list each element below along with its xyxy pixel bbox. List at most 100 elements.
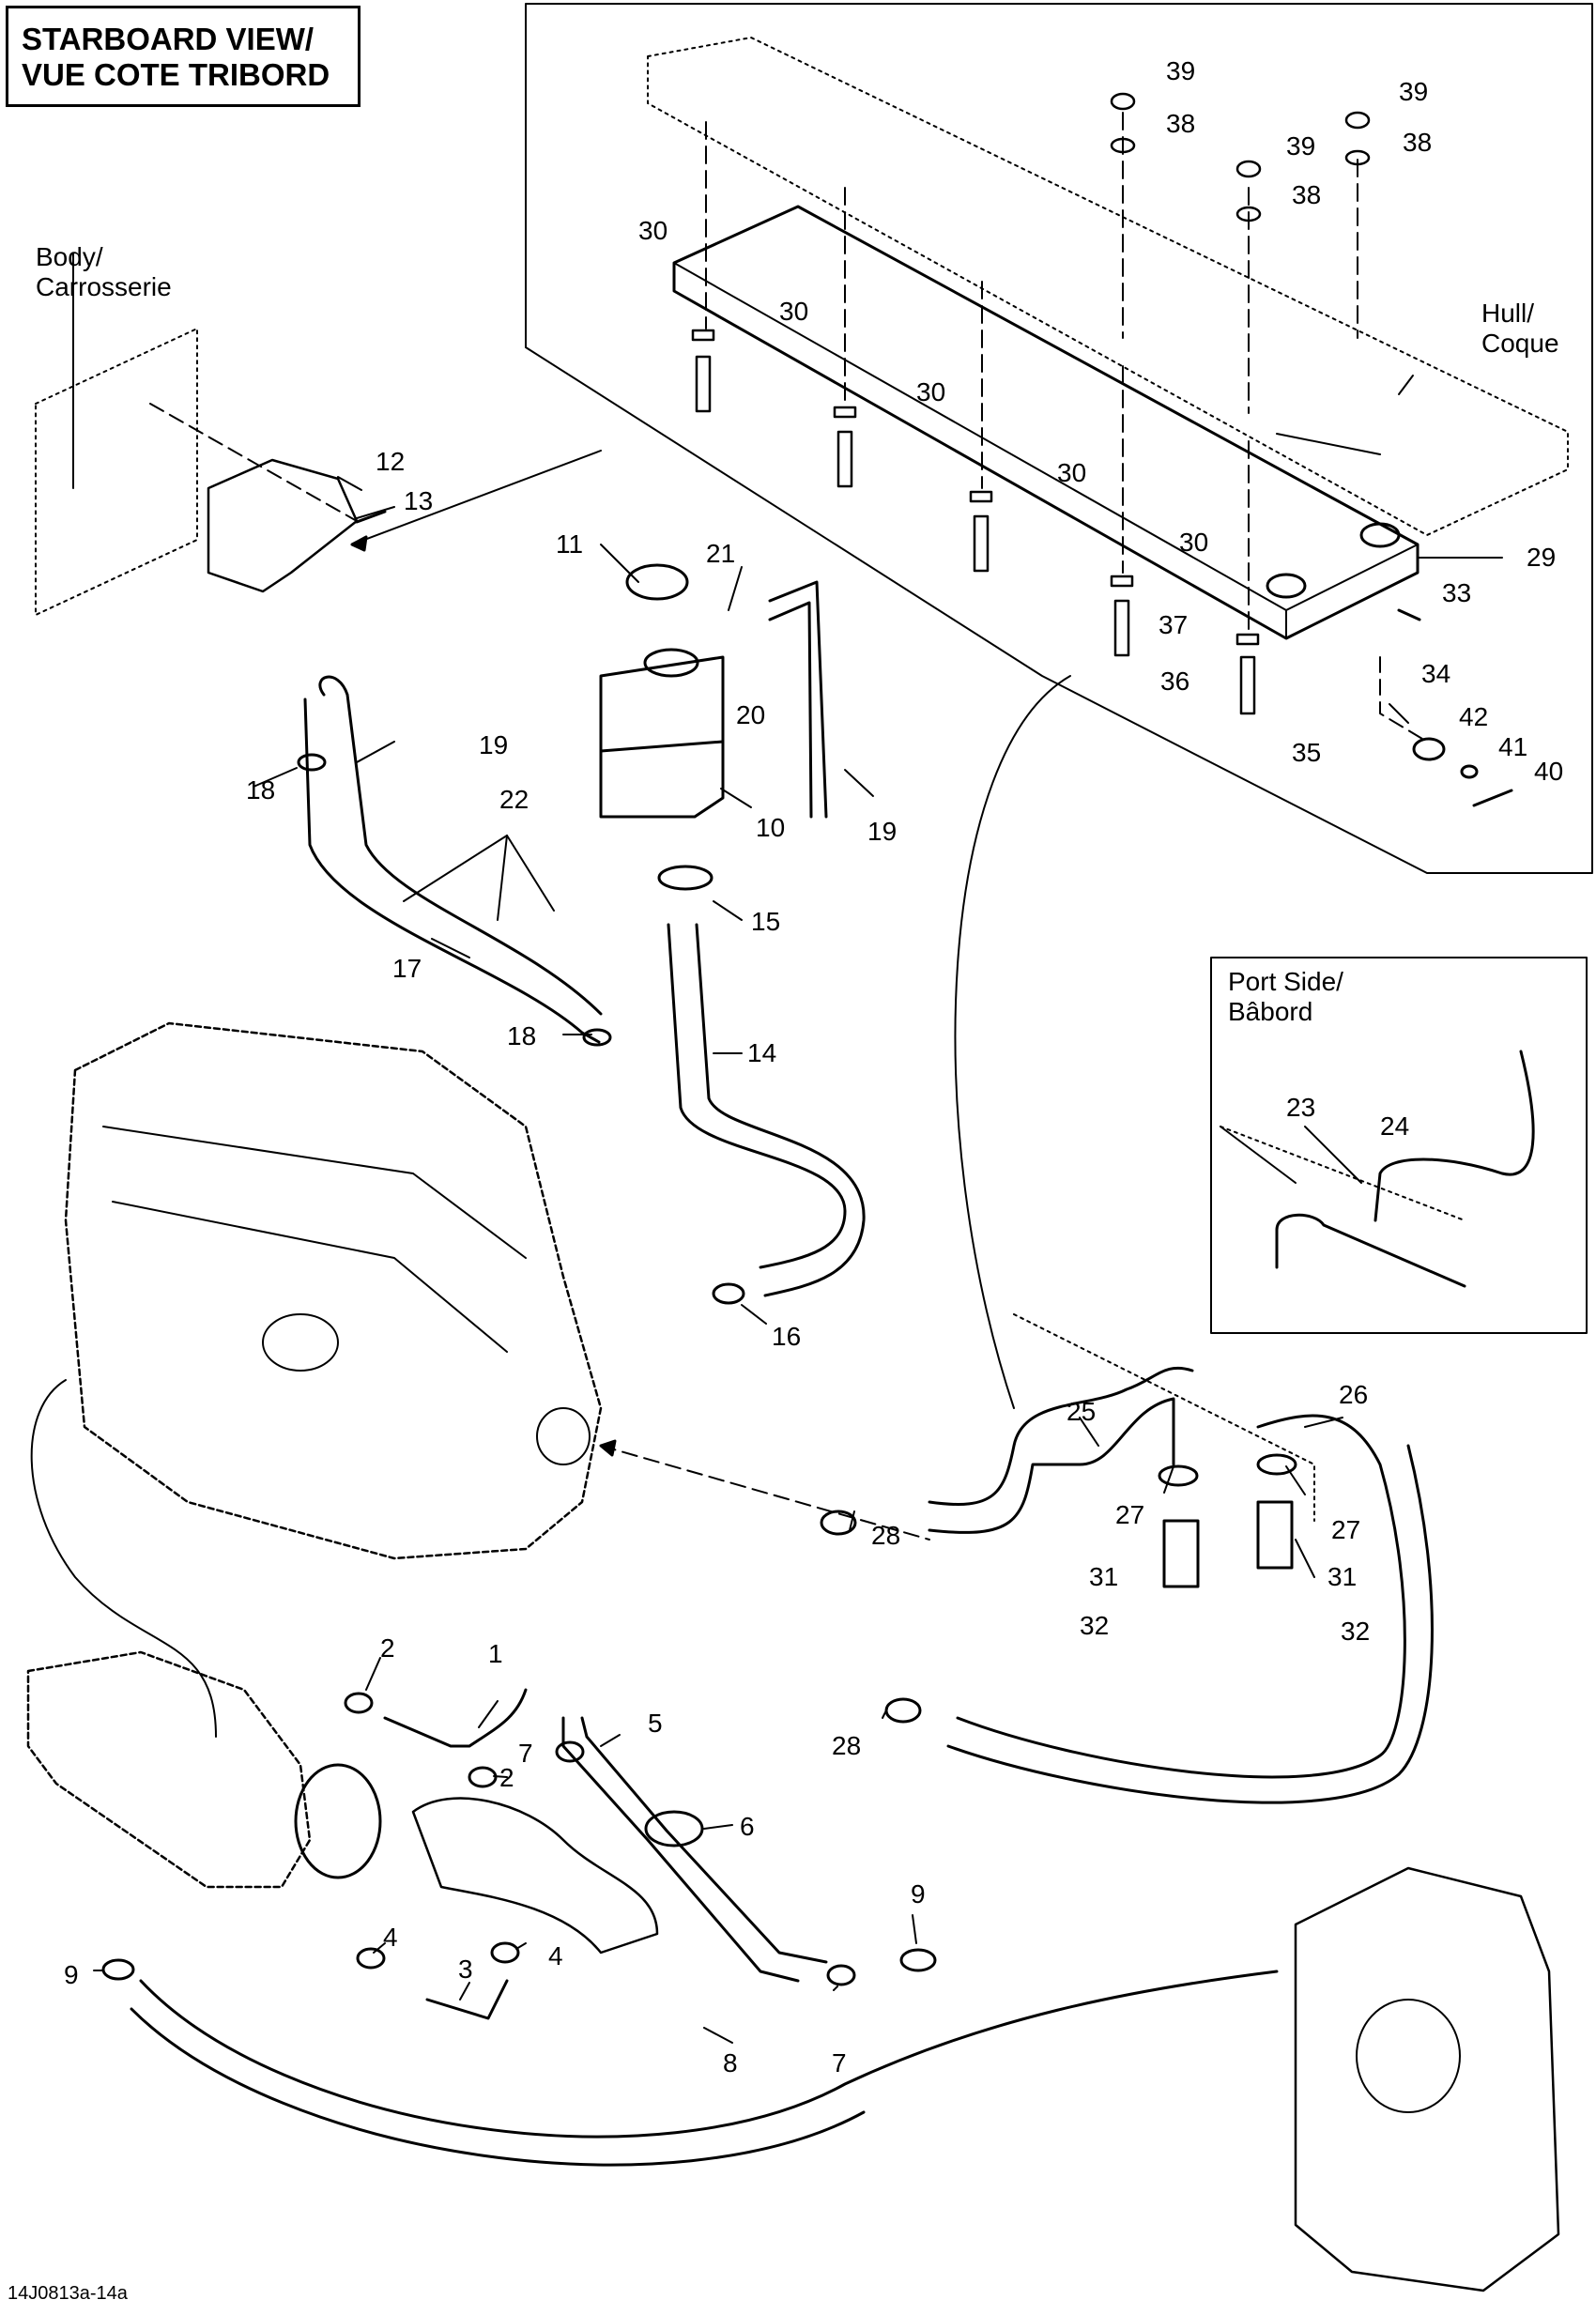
callout-34: 34	[1421, 659, 1451, 688]
callout-6: 6	[740, 1812, 755, 1841]
hose-20	[768, 580, 828, 819]
callout-12: 12	[376, 447, 406, 476]
clamp-27-right	[1256, 1453, 1297, 1476]
callout-41: 41	[1498, 732, 1528, 761]
fitting-31-right	[1256, 1500, 1294, 1570]
callout-13: 13	[404, 486, 434, 515]
hose-5	[561, 1716, 800, 1983]
callout-30: 30	[779, 297, 809, 326]
rail-grommet-2	[1359, 522, 1401, 548]
diagram-title-box: STARBOARD VIEW/ VUE COTE TRIBORD	[6, 6, 361, 107]
exhaust-manifold	[26, 1650, 312, 1889]
callout-14: 14	[747, 1038, 777, 1067]
callout-31: 31	[1089, 1562, 1119, 1591]
callout-7: 7	[518, 1739, 533, 1768]
leader-lines	[72, 253, 1503, 2044]
drawing-code: 14J0813a-14a	[8, 2283, 128, 2304]
callout-23: 23	[1286, 1093, 1316, 1122]
hose-23	[1275, 1213, 1466, 1288]
support-rail	[672, 205, 1420, 640]
fitting-31-left	[1162, 1519, 1200, 1588]
callout-7: 7	[832, 2048, 847, 2077]
callout-25: 25	[1067, 1397, 1097, 1426]
hose-26	[956, 1414, 1406, 1779]
callout-16: 16	[772, 1322, 802, 1351]
clamp-18-bottom	[582, 1028, 612, 1047]
title-line-2: VUE COTE TRIBORD	[22, 57, 330, 92]
callout-5: 5	[648, 1709, 663, 1738]
callout-39: 39	[1399, 77, 1429, 106]
callout-10: 10	[756, 813, 786, 842]
clamp-9-left	[101, 1958, 135, 1981]
body-label-line2: Carrosserie	[36, 272, 172, 301]
callout-33: 33	[1442, 578, 1472, 607]
title-line-1: STARBOARD VIEW/	[22, 22, 315, 56]
muffler	[411, 1797, 659, 1955]
callout-18: 18	[246, 775, 276, 805]
callout-30: 30	[1179, 528, 1209, 557]
port-side-label-line2: Bâbord	[1228, 997, 1313, 1026]
screw-40	[1472, 789, 1513, 807]
engine-block	[64, 1021, 603, 1560]
clamp-28-bottom	[884, 1697, 922, 1724]
callout-32: 32	[1080, 1611, 1110, 1640]
clamp-27-left	[1158, 1464, 1199, 1487]
grommet-42	[1412, 737, 1446, 761]
callout-18: 18	[507, 1021, 537, 1050]
clamp-4-left	[356, 1947, 386, 1970]
callout-17: 17	[392, 954, 422, 983]
port-side-label-line1: Port Side/	[1228, 967, 1343, 996]
callout-39: 39	[1166, 56, 1196, 85]
hull-label: Hull/ Coque	[1481, 299, 1559, 359]
callout-27: 27	[1331, 1515, 1361, 1544]
hull-plate	[647, 37, 1569, 536]
washer-41	[1460, 764, 1479, 779]
nuts-washers	[1110, 92, 1371, 222]
callout-35: 35	[1292, 738, 1322, 767]
screw-33	[1397, 608, 1421, 621]
rail-grommet-1	[1266, 573, 1307, 599]
hose-3	[425, 1979, 509, 2020]
routing-arrow-right	[954, 675, 1071, 1409]
hose-24	[1373, 1050, 1535, 1222]
callout-30: 30	[638, 216, 668, 245]
callout-9: 9	[64, 1960, 79, 1989]
clamp-18-top	[297, 753, 327, 772]
body-panel	[35, 328, 198, 616]
callout-24: 24	[1380, 1112, 1410, 1141]
callout-27: 27	[1115, 1500, 1145, 1529]
callout-32: 32	[1341, 1617, 1371, 1646]
callout-28: 28	[871, 1521, 901, 1550]
callout-2: 2	[380, 1633, 395, 1663]
callout-40: 40	[1534, 757, 1564, 786]
clamp-16	[712, 1282, 745, 1305]
callout-29: 29	[1527, 543, 1557, 572]
callout-20: 20	[736, 700, 766, 729]
clamp-28-top	[820, 1510, 857, 1536]
hull-label-line2: Coque	[1481, 329, 1559, 358]
hose-17	[318, 675, 603, 1016]
hose-8	[139, 1970, 1279, 2139]
callout-30: 30	[916, 377, 946, 406]
body-label: Body/ Carrosserie	[36, 242, 172, 302]
callout-22: 22	[499, 785, 529, 814]
port-side-inset	[1210, 957, 1588, 1334]
callout-3: 3	[458, 1955, 473, 1984]
hose-14	[667, 923, 847, 1269]
callout-28: 28	[832, 1731, 862, 1760]
callout-1: 1	[488, 1639, 503, 1668]
clamp-7-bottom	[826, 1964, 856, 1986]
callout-30: 30	[1057, 458, 1087, 487]
hose-25	[928, 1397, 1175, 1534]
water-box	[1294, 1866, 1560, 2292]
callout-38: 38	[1166, 109, 1196, 138]
clamp-7-top	[555, 1740, 585, 1763]
callout-2: 2	[499, 1763, 514, 1792]
callout-37: 37	[1159, 610, 1189, 639]
callout-38: 38	[1403, 128, 1433, 157]
hose-1	[383, 1688, 528, 1748]
clamp-15	[657, 865, 714, 891]
clamp-2-top	[344, 1692, 374, 1714]
callout-4: 4	[548, 1941, 563, 1970]
